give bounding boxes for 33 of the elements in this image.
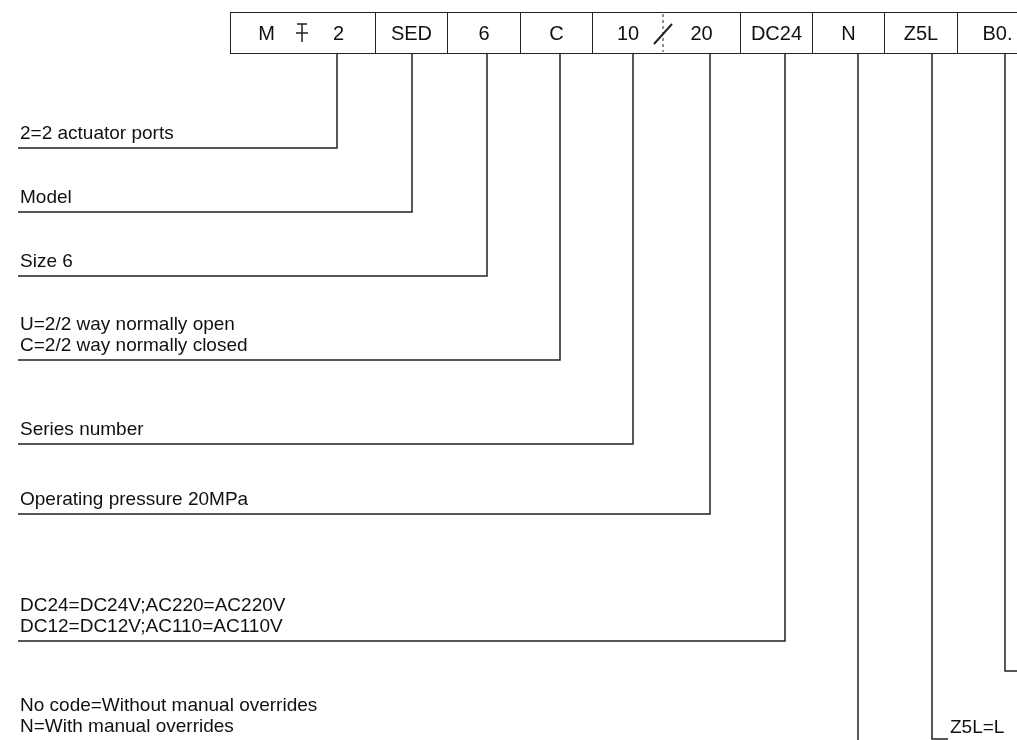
code-cell: B0. — [957, 12, 1017, 54]
leader-line — [857, 53, 859, 740]
leader-line — [1004, 53, 1017, 672]
option-description: N=With manual overrides — [20, 715, 235, 736]
code-cell: 20 — [663, 12, 740, 54]
option-description: Size 6 — [20, 250, 73, 271]
leader-line — [17, 53, 488, 277]
option-description: Operating pressure 20MPa — [20, 488, 249, 509]
option-description: DC12=DC12V;AC110=AC110V — [20, 615, 284, 636]
code-cell: M — [230, 12, 302, 54]
leader-line — [931, 53, 949, 740]
option-description: Z5L=L — [950, 716, 1005, 737]
option-description: U=2/2 way normally open — [20, 313, 236, 334]
leader-line — [17, 53, 338, 149]
leader-line — [17, 53, 711, 515]
option-description: C=2/2 way normally closed — [20, 334, 248, 355]
leader-line — [17, 53, 786, 642]
code-cell: N — [812, 12, 884, 54]
option-description: Series number — [20, 418, 144, 439]
code-cell: 2 — [302, 12, 375, 54]
option-description: Model — [20, 186, 72, 207]
code-cell: 6 — [447, 12, 520, 54]
code-cell: 10 — [592, 12, 663, 54]
option-description: DC24=DC24V;AC220=AC220V — [20, 594, 286, 615]
option-description: No code=Without manual overrides — [20, 694, 318, 715]
leader-line — [17, 53, 413, 213]
option-description: 2=2 actuator ports — [20, 122, 174, 143]
code-cell: SED — [375, 12, 447, 54]
leader-line — [17, 53, 561, 361]
code-cell: C — [520, 12, 592, 54]
code-cell: Z5L — [884, 12, 957, 54]
leader-line — [17, 53, 634, 445]
code-cell: DC24 — [740, 12, 812, 54]
